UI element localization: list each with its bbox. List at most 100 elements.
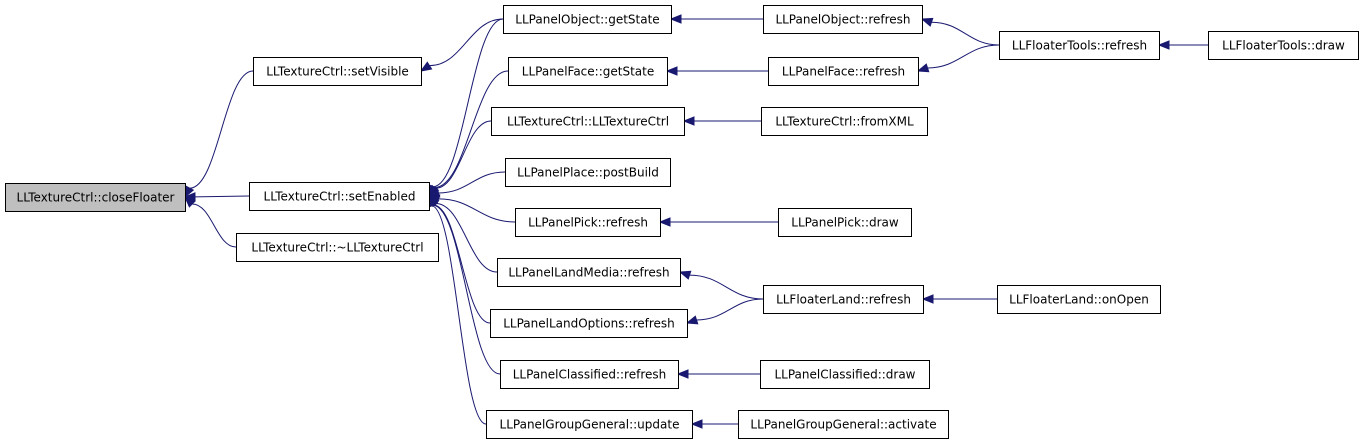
node-label: LLPanelPick::refresh: [528, 216, 648, 230]
node-ctor[interactable]: LLTextureCtrl::LLTextureCtrl: [491, 107, 685, 136]
edge-group-update-to-set-enabled: [426, 194, 487, 425]
node-place-post-build[interactable]: LLPanelPlace::postBuild: [505, 158, 671, 187]
node-box[interactable]: [515, 208, 661, 237]
node-label: LLTextureCtrl::setVisible: [266, 65, 409, 79]
edge-group-activate-to-group-update: [690, 419, 738, 429]
node-label: LLPanelObject::refresh: [775, 13, 910, 27]
edge-face-refresh-to-face-get-state: [665, 66, 768, 76]
edge-arrowhead: [658, 217, 671, 227]
node-box[interactable]: [508, 57, 668, 86]
node-box[interactable]: [763, 5, 923, 34]
node-label: LLPanelGroupGeneral::update: [500, 418, 680, 432]
node-box[interactable]: [253, 57, 422, 86]
edge-line: [927, 44, 1000, 69]
node-box[interactable]: [236, 233, 439, 262]
node-floater-land-refresh[interactable]: LLFloaterLand::refresh: [763, 285, 924, 314]
node-obj-refresh[interactable]: LLPanelObject::refresh: [763, 5, 923, 34]
edge-floater-land-refresh-to-land-media-refresh: [678, 270, 764, 300]
edge-arrowhead: [676, 369, 689, 379]
node-box[interactable]: [490, 309, 688, 338]
edge-arrowhead: [916, 63, 930, 73]
node-set-enabled[interactable]: LLTextureCtrl::setEnabled: [249, 182, 430, 211]
node-box[interactable]: [778, 208, 912, 237]
edge-pick-draw-to-pick-refresh: [658, 217, 778, 227]
edge-tools-draw-to-tools-refresh: [1157, 40, 1208, 50]
node-box[interactable]: [768, 57, 919, 86]
node-label: LLPanelClassified::refresh: [513, 368, 666, 382]
node-label: LLFloaterTools::draw: [1222, 39, 1345, 53]
node-box[interactable]: [1208, 31, 1359, 60]
node-label: LLFloaterLand::refresh: [776, 293, 911, 307]
edge-classified-draw-to-classified-refresh: [676, 369, 760, 379]
node-face-refresh[interactable]: LLPanelFace::refresh: [768, 57, 919, 86]
edge-destructor-to-close-floater: [184, 196, 237, 248]
node-obj-get-state[interactable]: LLPanelObject::getState: [503, 5, 672, 34]
edge-pick-refresh-to-set-enabled: [427, 194, 516, 223]
node-pick-refresh[interactable]: LLPanelPick::refresh: [515, 208, 661, 237]
edge-line: [689, 274, 764, 300]
node-label: LLPanelPlace::postBuild: [517, 166, 659, 180]
node-group-activate[interactable]: LLPanelGroupGeneral::activate: [738, 410, 949, 439]
node-tools-draw[interactable]: LLFloaterTools::draw: [1208, 31, 1359, 60]
node-tools-refresh[interactable]: LLFloaterTools::refresh: [999, 31, 1160, 60]
node-box[interactable]: [491, 107, 685, 136]
node-label: LLPanelLandMedia::refresh: [508, 266, 669, 280]
edge-set-visible-to-close-floater: [184, 70, 254, 199]
edge-line: [435, 120, 492, 189]
edge-line: [432, 204, 501, 375]
node-box[interactable]: [738, 410, 949, 439]
edge-line: [931, 21, 1000, 46]
edge-arrowhead: [678, 270, 692, 280]
edge-line: [431, 205, 487, 425]
node-label: LLFloaterTools::refresh: [1012, 39, 1147, 53]
edge-floater-land-refresh-to-land-options-refresh: [685, 298, 764, 325]
node-from-xml[interactable]: LLTextureCtrl::fromXML: [761, 107, 928, 136]
node-box[interactable]: [5, 183, 186, 212]
edge-line: [432, 18, 504, 188]
node-land-options-refresh[interactable]: LLPanelLandOptions::refresh: [490, 309, 688, 338]
node-pick-draw[interactable]: LLPanelPick::draw: [778, 208, 912, 237]
node-box[interactable]: [503, 5, 672, 34]
node-classified-refresh[interactable]: LLPanelClassified::refresh: [500, 360, 679, 389]
node-box[interactable]: [486, 410, 693, 439]
node-box[interactable]: [500, 360, 679, 389]
edge-line: [194, 195, 250, 198]
node-label: LLPanelFace::refresh: [782, 65, 905, 79]
node-face-get-state[interactable]: LLPanelFace::getState: [508, 57, 668, 86]
node-label: LLPanelPick::draw: [791, 216, 899, 230]
edge-obj-get-state-to-set-visible: [419, 18, 504, 72]
edge-line: [435, 202, 498, 273]
node-set-visible[interactable]: LLTextureCtrl::setVisible: [253, 57, 422, 86]
node-label: LLPanelObject::getState: [515, 13, 659, 27]
node-box[interactable]: [999, 31, 1160, 60]
node-label: LLTextureCtrl::setEnabled: [264, 190, 416, 204]
node-box[interactable]: [761, 107, 928, 136]
edge-arrowhead: [920, 17, 934, 27]
edge-arrowhead: [419, 61, 433, 72]
node-destructor[interactable]: LLTextureCtrl::~LLTextureCtrl: [236, 233, 439, 262]
edge-place-post-build-to-set-enabled: [427, 171, 506, 198]
node-box[interactable]: [249, 182, 430, 211]
node-land-media-refresh[interactable]: LLPanelLandMedia::refresh: [497, 258, 681, 287]
node-box[interactable]: [763, 285, 924, 314]
edge-line: [192, 203, 237, 248]
node-label: LLPanelClassified::draw: [774, 368, 915, 382]
node-box[interactable]: [505, 158, 671, 187]
node-box[interactable]: [997, 285, 1161, 314]
node-classified-draw[interactable]: LLPanelClassified::draw: [760, 360, 930, 389]
node-box[interactable]: [497, 258, 681, 287]
node-label: LLTextureCtrl::fromXML: [775, 115, 914, 129]
node-label: LLPanelGroupGeneral::activate: [750, 418, 936, 432]
edge-tools-refresh-to-obj-refresh: [920, 17, 1000, 46]
node-label: LLFloaterLand::onOpen: [1009, 293, 1149, 307]
node-on-open[interactable]: LLFloaterLand::onOpen: [997, 285, 1161, 314]
edge-line: [438, 198, 516, 223]
node-close-floater[interactable]: LLTextureCtrl::closeFloater: [5, 183, 186, 212]
node-label: LLTextureCtrl::closeFloater: [17, 191, 175, 205]
edge-obj-refresh-to-obj-get-state: [669, 14, 763, 24]
node-label: LLTextureCtrl::~LLTextureCtrl: [251, 241, 423, 255]
edge-classified-refresh-to-set-enabled: [428, 194, 501, 375]
node-box[interactable]: [760, 360, 930, 389]
node-group-update[interactable]: LLPanelGroupGeneral::update: [486, 410, 693, 439]
